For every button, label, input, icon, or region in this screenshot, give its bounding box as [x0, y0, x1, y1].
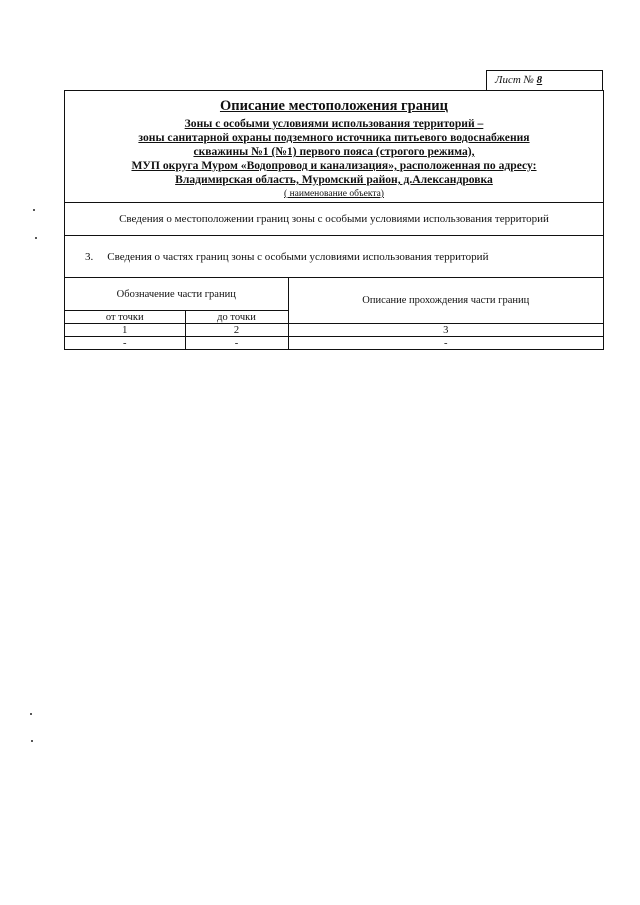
cell-from-point: -: [65, 336, 186, 349]
scan-speck: [30, 713, 32, 715]
col-number-3: 3: [287, 323, 603, 337]
scan-speck: [35, 237, 37, 239]
boundary-info-text: Сведения о местоположении границ зоны с …: [119, 213, 549, 225]
col-number-2: 2: [184, 323, 289, 337]
table-row: 1 2 3: [65, 323, 603, 337]
table-row: - - -: [65, 336, 603, 349]
sheet-label: Лист №: [495, 74, 534, 86]
subheader-to-point: до точки: [184, 310, 288, 324]
cell-description: -: [287, 336, 603, 349]
object-line-2: зоны санитарной охраны подземного источн…: [138, 131, 530, 144]
boundary-parts-table: Обозначение части границ Описание прохож…: [65, 278, 603, 349]
subheader-from-point: от точки: [65, 310, 186, 324]
section-number: 3.: [85, 250, 94, 263]
scan-speck: [31, 740, 33, 742]
sheet-number-box: Лист № 8: [486, 70, 603, 90]
object-line-3: скважины №1 (№1) первого пояса (строгого…: [193, 145, 475, 158]
table-header-row: Обозначение части границ Описание прохож…: [65, 278, 603, 324]
sheet-number: 8: [536, 74, 543, 86]
scan-speck: [33, 209, 35, 211]
boundary-info-row: Сведения о местоположении границ зоны с …: [65, 203, 603, 236]
header-part-designation: Обозначение части границ: [65, 278, 289, 311]
object-line-5: Владимирская область, Муромский район, д…: [175, 173, 493, 186]
document-frame: Описание местоположения границ Зоны с ос…: [64, 90, 604, 350]
col-number-1: 1: [65, 323, 186, 337]
header-part-description: Описание прохождения части границ: [287, 278, 603, 324]
object-caption: ( наименование объекта): [284, 189, 384, 199]
section-title: Сведения о частях границ зоны с особыми …: [107, 250, 489, 263]
table-subheader-row: от точки до точки: [65, 310, 603, 324]
object-line-4: МУП округа Муром «Водопровод и канализац…: [131, 159, 537, 172]
document-title: Описание местоположения границ: [219, 98, 449, 114]
cell-to-point: -: [184, 336, 289, 349]
title-block: Описание местоположения границ Зоны с ос…: [65, 91, 603, 203]
section-heading-row: 3. Сведения о частях границ зоны с особы…: [65, 236, 603, 278]
object-line-1: Зоны с особыми условиями использования т…: [184, 117, 484, 130]
